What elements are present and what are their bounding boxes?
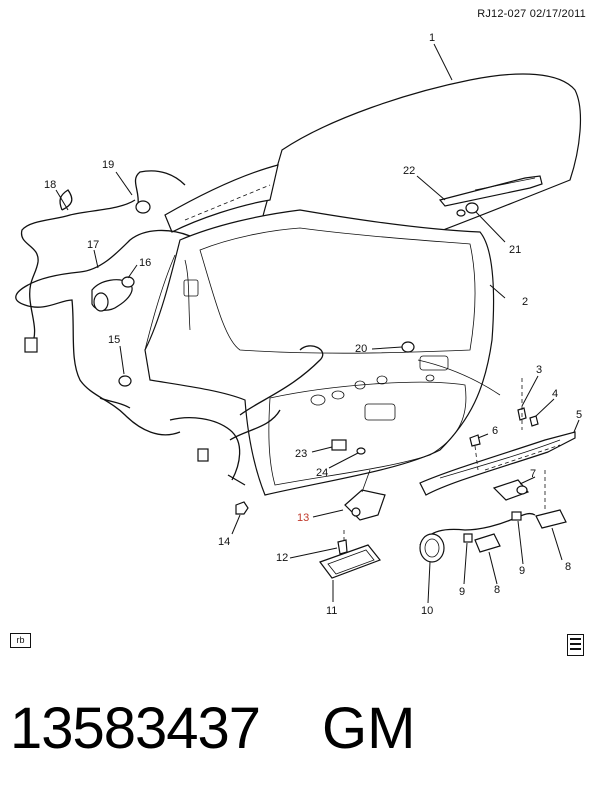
callout-9b: 9 [459, 586, 465, 598]
bumper-15 [118, 375, 132, 387]
callout-8b: 8 [494, 584, 500, 596]
part-number: 13583437 [10, 696, 261, 761]
callout-3: 3 [536, 364, 542, 376]
callout-16: 16 [139, 257, 151, 269]
callout-21: 21 [509, 244, 521, 256]
brand-label: GM [322, 696, 416, 761]
diagram-reference: RJ12-027 02/17/2011 [477, 8, 586, 20]
callout-13: 13 [297, 512, 309, 524]
harness-19 [134, 170, 186, 206]
manual-page-icon [567, 634, 584, 656]
callout-23: 23 [295, 448, 307, 460]
harness-18 [20, 199, 136, 346]
nut-14 [235, 501, 249, 515]
callout-10: 10 [421, 605, 433, 617]
fastener-24 [356, 447, 366, 455]
callout-19: 19 [102, 159, 114, 171]
callout-2: 2 [522, 296, 528, 308]
liftgate-panel [144, 209, 495, 496]
callout-20: 20 [355, 343, 367, 355]
callout-6: 6 [492, 425, 498, 437]
applique-molding-5 [419, 431, 576, 496]
callout-4: 4 [552, 388, 558, 400]
latch-13 [344, 489, 386, 521]
lamp-housing-11 [319, 544, 381, 579]
liftgate-exploded-diagram: 1 2 3 4 5 6 7 8 8 9 9 10 11 12 13 14 15 … [15, 32, 582, 617]
callout-5: 5 [576, 409, 582, 421]
callout-14: 14 [218, 536, 230, 548]
roof-spoiler [164, 164, 279, 233]
callout-15: 15 [108, 334, 120, 346]
callout-24: 24 [316, 467, 328, 479]
lamp-8-right [535, 509, 567, 529]
lamp-7 [492, 479, 530, 501]
callout-18: 18 [44, 179, 56, 191]
fastener-20 [401, 341, 415, 353]
wiper-nut [465, 202, 479, 214]
lamp-8-left [474, 533, 501, 553]
callout-12: 12 [276, 552, 288, 564]
callout-22: 22 [403, 165, 415, 177]
callout-17: 17 [87, 239, 99, 251]
bolt-12 [337, 539, 348, 555]
wiper-arm [438, 175, 543, 207]
callout-9a: 9 [519, 565, 525, 577]
pad-23 [331, 439, 347, 451]
callout-8a: 8 [565, 561, 571, 573]
harness-10 [419, 512, 536, 546]
callout-7: 7 [530, 468, 536, 480]
rb-badge: rb [10, 633, 31, 648]
callout-11: 11 [326, 605, 337, 617]
callout-1: 1 [429, 32, 435, 44]
harness-17 [15, 229, 191, 436]
